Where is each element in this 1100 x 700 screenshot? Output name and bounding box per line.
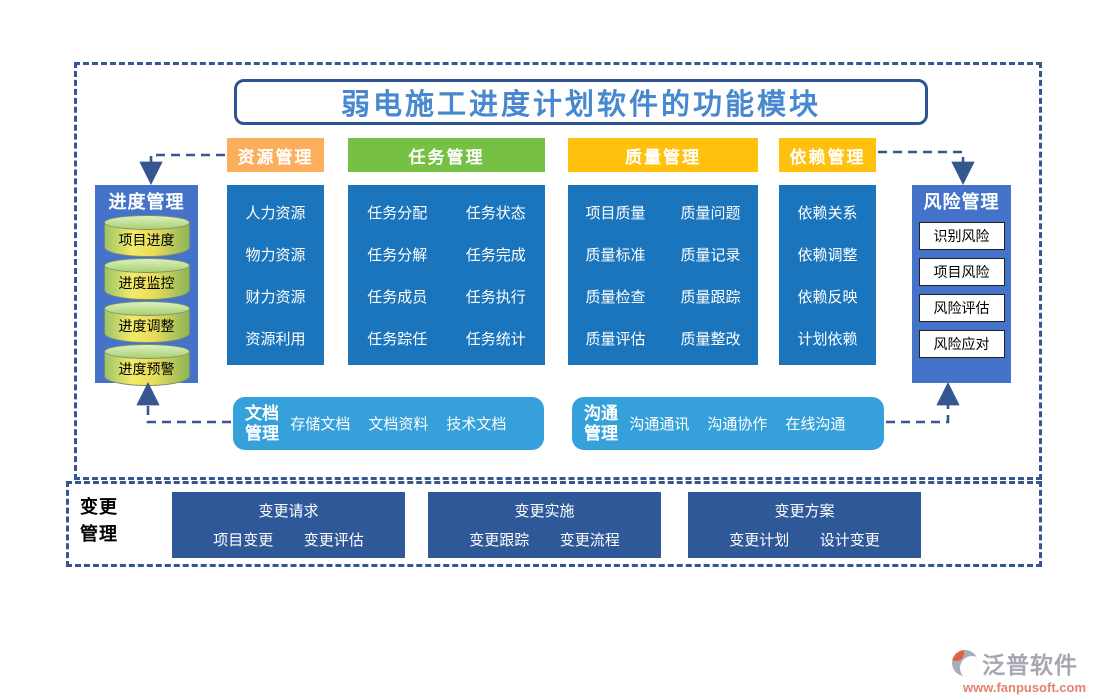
- dependency-item: 依赖关系: [797, 204, 858, 222]
- logo-orange-accent: [952, 650, 964, 661]
- quality-item: 质量标准: [585, 246, 646, 264]
- communication-items: 沟通通讯 沟通协作 在线沟通: [629, 413, 845, 434]
- task-row: 任务成员 任务执行: [348, 286, 545, 307]
- risk-management-title: 风险管理: [923, 192, 1000, 212]
- quality-item: 质量检查: [585, 288, 646, 306]
- quality-item: 质量跟踪: [680, 288, 741, 306]
- task-item: 任务分解: [367, 246, 428, 264]
- task-row: 任务踪任 任务统计: [348, 328, 545, 349]
- progress-item: 项目进度: [118, 232, 175, 248]
- resource-item: 资源利用: [245, 330, 306, 348]
- resource-management-body: 人力资源 物力资源 财力资源 资源利用: [227, 185, 324, 365]
- task-item: 任务成员: [367, 288, 428, 306]
- vendor-logo: 泛普软件 www.fanpusoft.com: [952, 646, 1097, 695]
- dependency-item: 依赖调整: [797, 246, 858, 264]
- risk-item: 识别风险: [918, 222, 1005, 250]
- diagram-title: 弱电施工进度计划软件的功能模块: [340, 89, 821, 121]
- database-cylinder: 进度监控: [103, 258, 190, 300]
- change-group-items: 变更跟踪 变更流程: [428, 529, 661, 550]
- quality-row: 质量标准 质量记录: [568, 244, 758, 265]
- main-dashed-frame: [74, 62, 1042, 480]
- progress-management-title: 进度管理: [108, 192, 185, 212]
- communication-item: 在线沟通: [785, 416, 846, 433]
- task-item: 任务执行: [465, 288, 526, 306]
- document-items: 存储文档 文档资料 技术文档: [290, 413, 506, 434]
- task-row: 任务分配 任务状态: [348, 202, 545, 223]
- cylinder-top-icon: [103, 344, 190, 359]
- change-management-frame: [66, 481, 1042, 567]
- fanpu-logo-icon: [952, 650, 978, 676]
- quality-management-body: 项目质量 质量问题 质量标准 质量记录 质量检查 质量跟踪 质量评估 质量整改: [568, 185, 758, 365]
- dependency-item: 计划依赖: [797, 330, 858, 348]
- header-task-management: 任务管理: [348, 138, 545, 172]
- quality-item: 质量记录: [680, 246, 741, 264]
- database-cylinder: 进度调整: [103, 301, 190, 343]
- progress-item: 进度监控: [118, 275, 175, 291]
- document-management-title: 文档管理: [245, 403, 279, 443]
- dependency-item: 依赖反映: [797, 288, 858, 306]
- document-item: 文档资料: [368, 416, 429, 433]
- cylinder-top-icon: [103, 258, 190, 273]
- risk-item: 风险应对: [918, 330, 1005, 358]
- change-management-label: 变更管理: [80, 497, 118, 544]
- change-item: 变更评估: [303, 532, 364, 549]
- change-item: 设计变更: [819, 532, 880, 549]
- resource-item: 物力资源: [245, 246, 306, 264]
- resource-item: 财力资源: [245, 288, 306, 306]
- task-item: 任务完成: [465, 246, 526, 264]
- quality-row: 质量评估 质量整改: [568, 328, 758, 349]
- database-cylinder: 进度预警: [103, 344, 190, 386]
- task-item: 任务分配: [367, 204, 428, 222]
- cylinder-top-icon: [103, 215, 190, 230]
- quality-row: 项目质量 质量问题: [568, 202, 758, 223]
- change-group-items: 变更计划 设计变更: [688, 529, 921, 550]
- task-row: 任务分解 任务完成: [348, 244, 545, 265]
- communication-item: 沟通通讯: [629, 416, 690, 433]
- change-plan-box: 变更方案 变更计划 设计变更: [688, 492, 921, 558]
- quality-row: 质量检查 质量跟踪: [568, 286, 758, 307]
- risk-management-panel: 风险管理 识别风险 项目风险 风险评估 风险应对: [912, 185, 1011, 383]
- vendor-name: 泛普软件: [982, 652, 1078, 678]
- change-group-title: 变更方案: [774, 503, 835, 520]
- change-item: 变更流程: [559, 532, 620, 549]
- communication-item: 沟通协作: [707, 416, 768, 433]
- document-item: 技术文档: [446, 416, 507, 433]
- document-item: 存储文档: [290, 416, 351, 433]
- communication-management-title: 沟通管理: [584, 403, 618, 443]
- quality-item: 质量评估: [585, 330, 646, 348]
- change-implementation-box: 变更实施 变更跟踪 变更流程: [428, 492, 661, 558]
- progress-item: 进度预警: [118, 361, 175, 377]
- quality-item: 项目质量: [585, 204, 646, 222]
- task-item: 任务统计: [465, 330, 526, 348]
- change-item: 项目变更: [213, 532, 274, 549]
- logo-white-crescent: [960, 656, 978, 676]
- task-item: 任务状态: [465, 204, 526, 222]
- vendor-url: www.fanpusoft.com: [962, 680, 1087, 695]
- change-item: 变更跟踪: [469, 532, 530, 549]
- task-management-body: 任务分配 任务状态 任务分解 任务完成 任务成员 任务执行 任务踪任 任务统计: [348, 185, 545, 365]
- document-management-bar: 文档管理 存储文档 文档资料 技术文档: [233, 397, 544, 450]
- resource-item: 人力资源: [245, 204, 306, 222]
- change-group-title: 变更实施: [514, 503, 575, 520]
- dependency-management-body: 依赖关系 依赖调整 依赖反映 计划依赖: [779, 185, 876, 365]
- database-cylinder: 项目进度: [103, 215, 190, 257]
- header-quality-management: 质量管理: [568, 138, 758, 172]
- cylinder-top-icon: [103, 301, 190, 316]
- progress-management-panel: 进度管理 项目进度 进度监控 进度调整 进度预警: [95, 185, 198, 386]
- task-item: 任务踪任: [367, 330, 428, 348]
- change-group-items: 项目变更 变更评估: [172, 529, 405, 550]
- risk-item: 项目风险: [918, 258, 1005, 286]
- change-group-title: 变更请求: [258, 503, 319, 520]
- quality-item: 质量整改: [680, 330, 741, 348]
- change-item: 变更计划: [729, 532, 790, 549]
- header-dependency-management: 依赖管理: [779, 138, 876, 172]
- progress-item: 进度调整: [118, 318, 175, 334]
- diagram-title-box: 弱电施工进度计划软件的功能模块: [234, 79, 928, 125]
- header-resource-management: 资源管理: [227, 138, 324, 172]
- risk-item: 风险评估: [918, 294, 1005, 322]
- quality-item: 质量问题: [680, 204, 741, 222]
- change-request-box: 变更请求 项目变更 变更评估: [172, 492, 405, 558]
- vendor-logo-row: 泛普软件: [952, 646, 1097, 680]
- communication-management-bar: 沟通管理 沟通通讯 沟通协作 在线沟通: [572, 397, 884, 450]
